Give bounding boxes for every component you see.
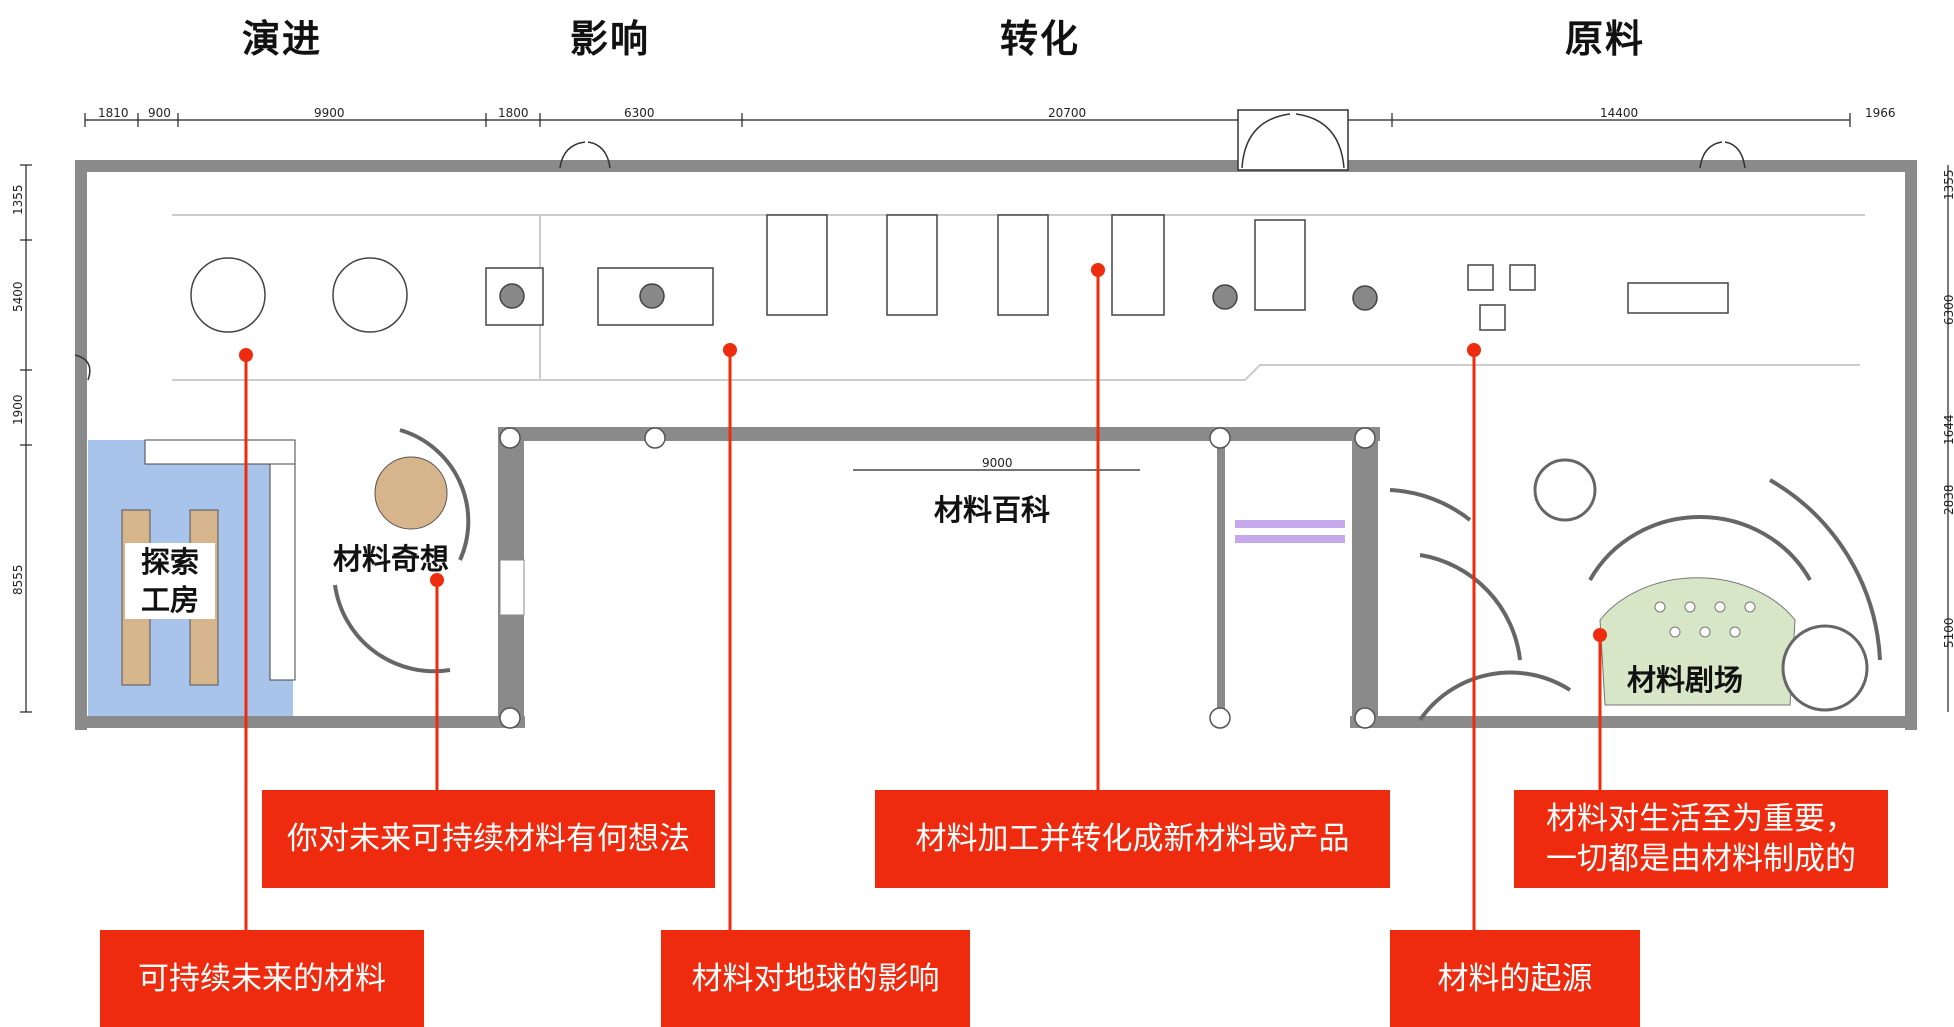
dim-encyclopedia-9000: 9000 — [982, 456, 1013, 470]
fantasy-curved-walls — [333, 428, 471, 674]
callout-your-ideas: 你对未来可持续材料有何想法 — [262, 790, 715, 888]
top-dimension-line — [84, 113, 1851, 127]
dim-left-5400: 5400 — [11, 281, 25, 312]
dim-right-2838: 2838 — [1942, 484, 1954, 515]
dim-right-6300: 6300 — [1942, 294, 1954, 325]
dim-top-1800: 1800 — [498, 106, 529, 120]
dim-top-20700: 20700 — [1048, 106, 1086, 120]
dim-left-1355: 1355 — [11, 184, 25, 215]
dim-right-5100: 5100 — [1942, 617, 1954, 648]
dim-right-1644: 1644 — [1942, 414, 1954, 445]
leader-dots — [239, 263, 1607, 642]
theater-curved-walls — [1389, 478, 1882, 722]
exterior-walls — [75, 160, 1917, 730]
room-label-theater: 材料剧场 — [1627, 663, 1744, 697]
callout-earth-impact: 材料对地球的影响 — [661, 930, 970, 1027]
callout-processing: 材料加工并转化成新材料或产品 — [875, 790, 1390, 888]
entry-doors — [74, 109, 1746, 381]
purple-panels — [1235, 520, 1345, 543]
central-block-walls — [498, 427, 1380, 727]
fantasy-round-table — [374, 456, 448, 530]
callout-sustainable-future: 可持续未来的材料 — [100, 930, 424, 1027]
theater-round-pods — [1533, 458, 1869, 712]
room-label-workshop-line1: 探索 — [140, 545, 199, 579]
dim-top-14400: 14400 — [1600, 106, 1638, 120]
room-label-encyclopedia: 材料百科 — [934, 493, 1051, 527]
leader-lines — [244, 270, 1602, 930]
section-title-evolution: 演进 — [241, 17, 323, 61]
section-title-transformation: 转化 — [999, 17, 1081, 61]
dim-top-6300: 6300 — [624, 106, 655, 120]
dim-right-1355: 1355 — [1942, 169, 1954, 200]
dim-top-1966: 1966 — [1865, 106, 1896, 120]
room-label-workshop-line2: 工房 — [140, 583, 199, 617]
dim-left-8555: 8555 — [11, 564, 25, 595]
room-label-workshop: 探索 工房 — [125, 543, 215, 619]
dim-top-1810: 1810 — [98, 106, 129, 120]
central-door — [499, 559, 525, 616]
dim-left-1900: 1900 — [11, 394, 25, 425]
callout-importance: 材料对生活至为重要，一切都是由材料制成的 — [1514, 790, 1888, 888]
columns — [499, 427, 1376, 729]
section-title-impact: 影响 — [569, 17, 651, 61]
room-label-fantasy: 材料奇想 — [333, 542, 450, 576]
left-dimension-line — [20, 164, 32, 713]
dim-top-900: 900 — [148, 106, 171, 120]
round-exhibits — [190, 257, 1378, 333]
workshop-shelving — [144, 439, 296, 681]
dim-top-9900: 9900 — [314, 106, 345, 120]
display-cases — [485, 214, 1729, 331]
callout-origin: 材料的起源 — [1390, 930, 1640, 1027]
theater-seats — [1654, 601, 1756, 638]
section-title-raw-materials: 原料 — [1564, 17, 1646, 61]
